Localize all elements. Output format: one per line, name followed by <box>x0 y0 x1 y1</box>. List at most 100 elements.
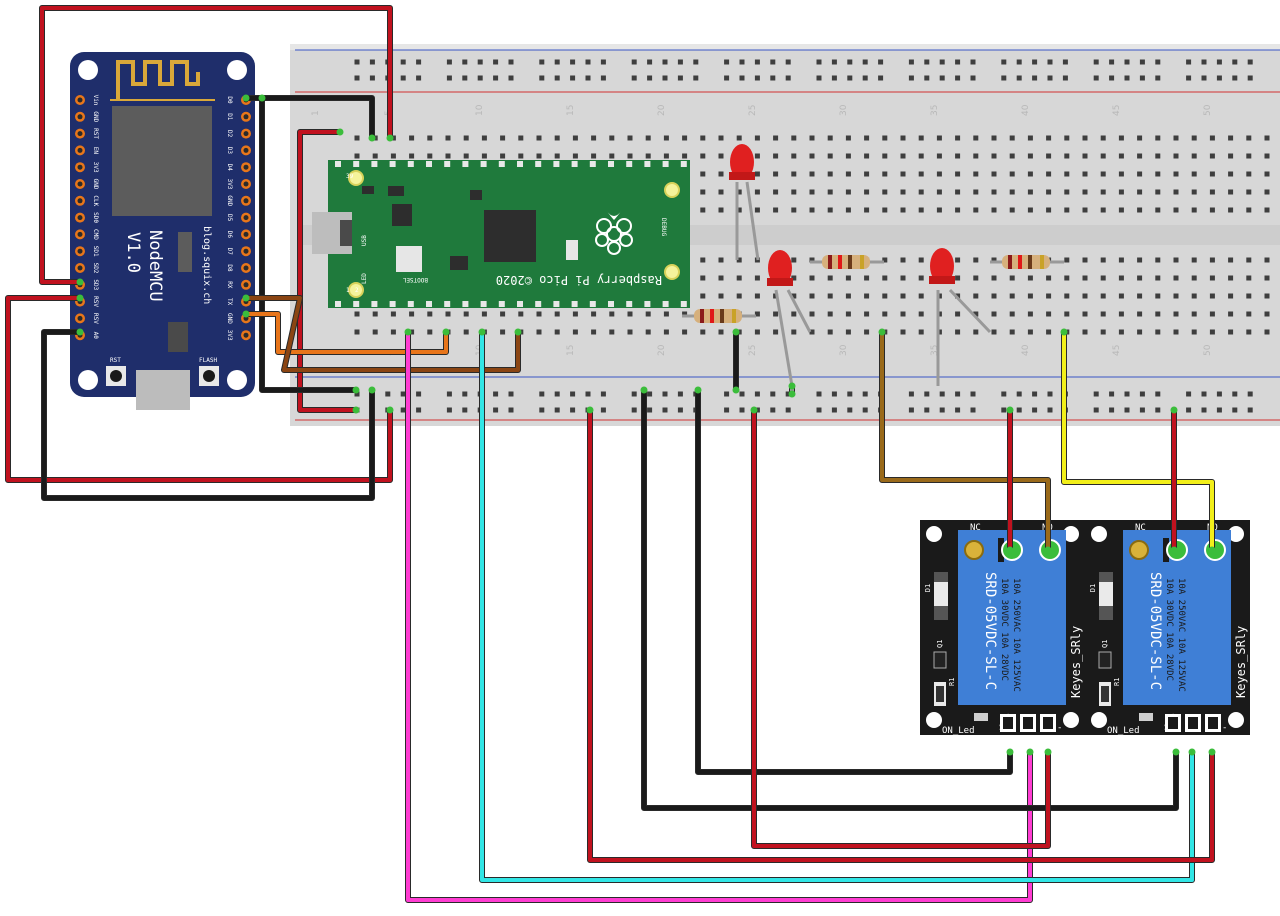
breadboard-hole <box>354 153 360 159</box>
pico-pin <box>517 161 523 167</box>
bootsel-button[interactable] <box>396 246 422 272</box>
pico-pin <box>444 301 451 307</box>
breadboard-rail-hole <box>862 407 868 413</box>
breadboard-rail-hole <box>908 407 914 413</box>
pico-pin <box>680 161 687 167</box>
breadboard-rail-hole <box>754 391 760 397</box>
breadboard-rail-hole <box>908 59 914 65</box>
pico-pin <box>407 161 414 167</box>
breadboard-hole <box>427 153 433 159</box>
breadboard-hole <box>591 329 597 335</box>
breadboard-hole <box>1228 275 1234 281</box>
breadboard-hole <box>955 275 961 281</box>
breadboard-rail-hole <box>862 75 868 81</box>
breadboard-rail-hole <box>446 59 452 65</box>
breadboard-hole <box>627 153 633 159</box>
breadboard-hole <box>845 293 851 299</box>
breadboard-rail-hole <box>400 75 406 81</box>
pico-pin <box>644 161 651 167</box>
breadboard-rail-hole <box>462 75 468 81</box>
pico-pin <box>480 161 487 167</box>
rst-label: RST <box>110 357 121 364</box>
breadboard-hole <box>1009 189 1015 195</box>
breadboard-hole <box>900 189 906 195</box>
nodemcu-pin-hole <box>77 114 83 120</box>
breadboard-hole <box>1246 293 1252 299</box>
wire-magenta <box>406 330 1032 902</box>
breadboard-rail-hole <box>677 391 683 397</box>
breadboard-column-number: 25 <box>748 105 758 116</box>
breadboard-hole <box>736 135 742 141</box>
wire-black-led-end <box>732 386 740 394</box>
breadboard-hole <box>682 153 688 159</box>
breadboard-hole <box>864 153 870 159</box>
breadboard-hole <box>1209 189 1215 195</box>
breadboard-rail-hole <box>1047 75 1053 81</box>
pico-pin <box>480 301 487 307</box>
breadboard-hole <box>572 135 578 141</box>
breadboard-rail-hole <box>770 59 776 65</box>
breadboard-hole <box>973 153 979 159</box>
breadboard-hole <box>864 275 870 281</box>
wire-magenta-end <box>1026 748 1034 756</box>
breadboard-hole <box>864 311 870 317</box>
breadboard-hole <box>700 135 706 141</box>
pico-pin <box>353 161 360 167</box>
breadboard-rail-hole <box>1016 391 1022 397</box>
breadboard-rail-hole <box>1139 75 1145 81</box>
breadboard-rail-hole <box>1155 407 1161 413</box>
breadboard-rail-hole <box>1001 391 1007 397</box>
wire-magenta-end <box>404 328 412 336</box>
breadboard-hole <box>1082 329 1088 335</box>
header-pin-hole <box>1188 717 1198 729</box>
nodemcu-pin-hole <box>243 248 249 254</box>
relay-brand: Keyes_SRly <box>1069 626 1083 698</box>
breadboard-hole <box>918 135 924 141</box>
breadboard-hole <box>1228 257 1234 263</box>
breadboard-hole <box>1137 311 1143 317</box>
breadboard-hole <box>591 153 597 159</box>
breadboard-hole <box>973 257 979 263</box>
breadboard-hole <box>1118 257 1124 263</box>
nodemcu-url: blog.squix.ch <box>201 226 212 304</box>
breadboard-rail-hole <box>539 407 545 413</box>
breadboard-hole <box>663 311 669 317</box>
wire-red-rail-end <box>336 128 344 136</box>
breadboard-hole <box>754 311 760 317</box>
breadboard-hole <box>1264 311 1270 317</box>
breadboard-hole <box>973 171 979 177</box>
breadboard-hole <box>372 153 378 159</box>
nodemcu-pin-label: D2 <box>226 130 233 138</box>
breadboard-hole <box>754 135 760 141</box>
breadboard-rail-hole <box>539 75 545 81</box>
breadboard-rail-hole <box>462 391 468 397</box>
nodemcu-pin-label: RX <box>226 281 233 289</box>
breadboard-hole <box>627 135 633 141</box>
breadboard-rail-hole <box>739 391 745 397</box>
breadboard-rail-hole <box>970 391 976 397</box>
nodemcu-pin-label: TX <box>226 298 233 306</box>
pico-pin <box>444 161 451 167</box>
mount-hole-icon <box>926 712 942 728</box>
breadboard-rail-hole <box>554 391 560 397</box>
pico-pin <box>535 161 542 167</box>
breadboard-hole <box>955 153 961 159</box>
nodemcu-pin-hole <box>77 147 83 153</box>
pico-pin <box>626 301 633 307</box>
breadboard-hole <box>1209 293 1215 299</box>
breadboard-rail-hole <box>416 59 422 65</box>
mount-hole-icon <box>1091 712 1107 728</box>
wire-orange-rx <box>244 312 448 354</box>
breadboard-hole <box>809 275 815 281</box>
breadboard-rail-hole <box>1232 75 1238 81</box>
breadboard-hole <box>500 329 506 335</box>
breadboard-hole <box>1118 293 1124 299</box>
breadboard-hole <box>1264 153 1270 159</box>
breadboard-hole <box>1064 275 1070 281</box>
breadboard-rail-hole <box>1032 391 1038 397</box>
breadboard-rail-hole <box>1186 59 1192 65</box>
breadboard-rail-hole <box>1216 75 1222 81</box>
breadboard-hole <box>973 293 979 299</box>
breadboard-hole <box>1137 171 1143 177</box>
